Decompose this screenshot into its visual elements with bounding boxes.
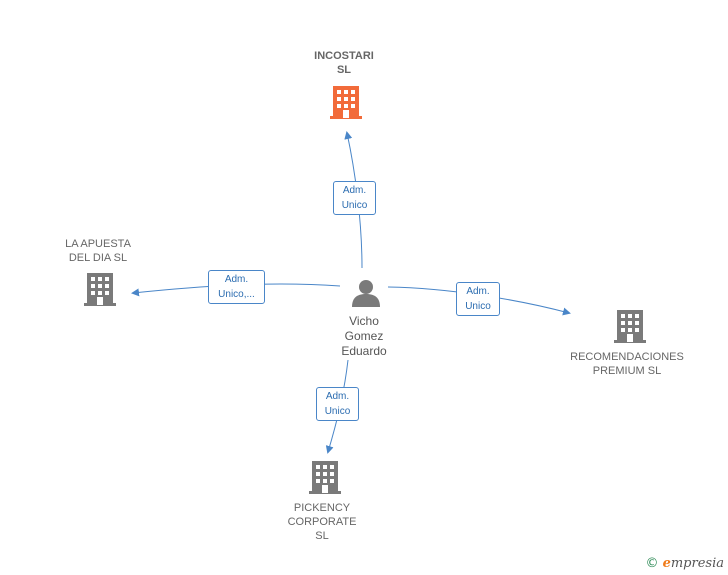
person-icon[interactable] xyxy=(352,280,380,307)
relation-badge-recomendaciones[interactable]: Adm. Unico xyxy=(456,282,500,316)
company-label-recomendaciones[interactable]: RECOMENDACIONES PREMIUM SL xyxy=(570,351,684,377)
building-icon[interactable] xyxy=(84,273,116,306)
building-icon[interactable] xyxy=(614,310,646,343)
relation-badge-la-apuesta[interactable]: Adm. Unico,... xyxy=(208,270,265,304)
copyright-icon: © xyxy=(645,556,659,571)
company-label-la-apuesta[interactable]: LA APUESTA DEL DIA SL xyxy=(65,238,131,264)
brand-footer: © empresia xyxy=(645,556,724,571)
person-label[interactable]: Vicho Gomez Eduardo xyxy=(341,314,387,358)
relation-badge-pickency[interactable]: Adm. Unico xyxy=(316,387,359,421)
building-icon[interactable] xyxy=(330,86,362,119)
company-label-pickency[interactable]: PICKENCY CORPORATE SL xyxy=(287,502,357,542)
relation-badge-incostari[interactable]: Adm. Unico xyxy=(333,181,376,215)
brand-logo: empresia xyxy=(662,556,724,571)
company-label-incostari[interactable]: INCOSTARI SL xyxy=(314,50,374,76)
building-icon[interactable] xyxy=(309,461,341,494)
